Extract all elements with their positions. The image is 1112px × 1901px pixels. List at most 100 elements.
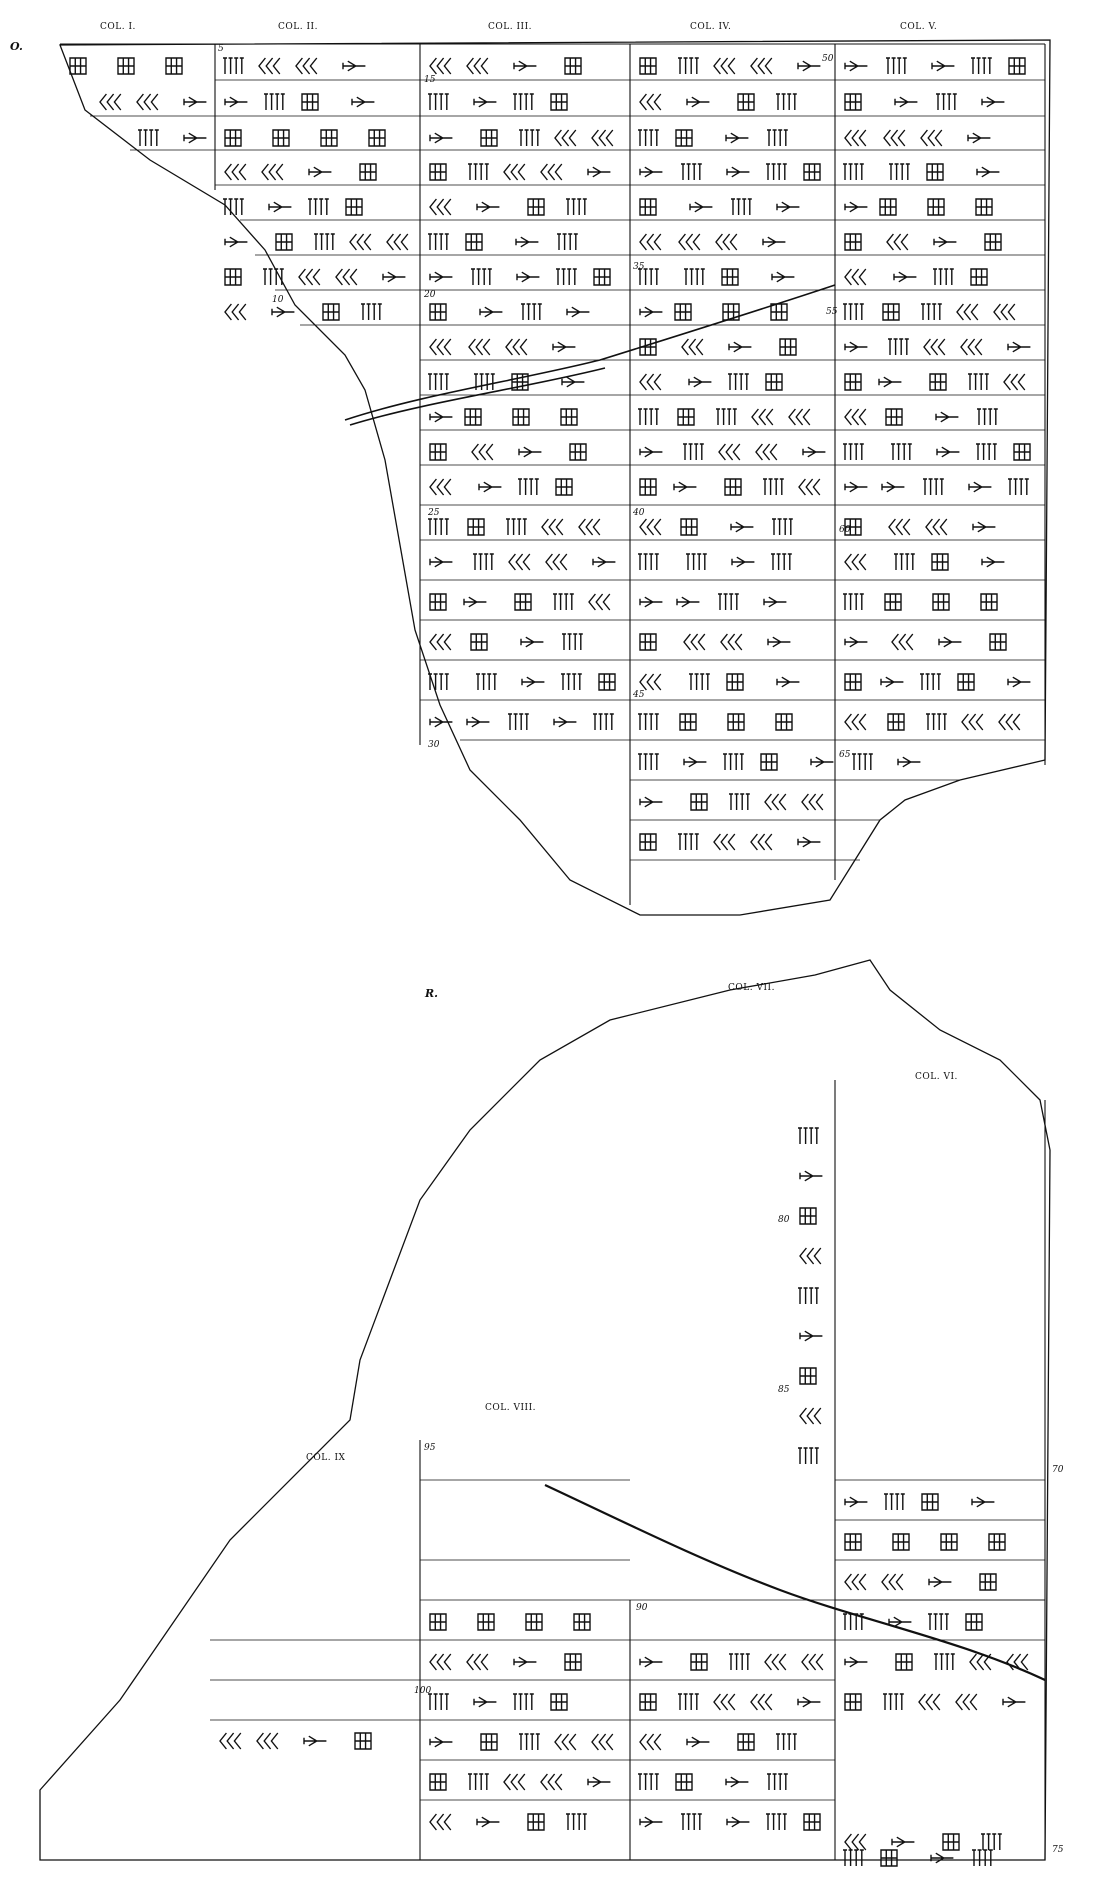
cuneiform-sign xyxy=(639,57,657,75)
cuneiform-sign xyxy=(802,446,826,458)
cuneiform-sign xyxy=(566,1813,587,1830)
cuneiform-sign xyxy=(268,201,292,213)
cuneiform-sign xyxy=(540,1773,563,1791)
cuneiform-sign xyxy=(183,132,207,144)
cuneiform-sign xyxy=(561,376,585,388)
cuneiform-sign xyxy=(844,1496,868,1508)
cuneiform-sign xyxy=(552,341,576,353)
cuneiform-sign xyxy=(564,1653,582,1671)
cuneiform-sign xyxy=(955,1693,978,1711)
cuneiform-sign xyxy=(593,713,614,730)
cuneiform-sign xyxy=(429,411,453,423)
cuneiform-sign xyxy=(731,556,755,568)
cuneiform-sign xyxy=(776,93,797,110)
cuneiform-sign xyxy=(764,1653,787,1671)
cuneiform-sign xyxy=(852,753,873,770)
cuneiform-sign xyxy=(429,271,453,283)
cuneiform-sign xyxy=(429,1736,453,1748)
cuneiform-sign xyxy=(1013,443,1031,461)
cuneiform-sign xyxy=(429,1773,447,1791)
cuneiform-sign xyxy=(467,518,485,536)
cuneiform-sign xyxy=(690,1653,708,1671)
cuneiform-sign xyxy=(750,57,773,75)
reverse-grid xyxy=(40,1080,1046,1861)
cuneiform-sign xyxy=(844,481,868,493)
cuneiform-sign xyxy=(798,1127,819,1144)
cuneiform-sign xyxy=(1007,341,1031,353)
line-number: 15 xyxy=(424,75,436,85)
cuneiform-sign xyxy=(932,593,950,611)
cuneiform-sign xyxy=(844,129,867,147)
cuneiform-sign xyxy=(224,268,242,286)
cuneiform-sign xyxy=(256,1732,279,1750)
cuneiform-sign xyxy=(553,716,577,728)
cuneiform-sign xyxy=(766,163,787,180)
cuneiform-sign xyxy=(725,1776,749,1788)
cuneiform-sign xyxy=(351,96,375,108)
cuneiform-sign xyxy=(979,1573,997,1591)
cuneiform-sign xyxy=(684,268,705,285)
cuneiform-sign xyxy=(801,793,824,811)
reverse-damage-crack xyxy=(544,1484,1046,1681)
line-number: 25 xyxy=(428,508,440,518)
cuneiform-sign xyxy=(466,57,489,75)
cuneiform-sign xyxy=(99,93,122,111)
cuneiform-sign xyxy=(506,518,527,535)
cuneiform-sign xyxy=(639,93,662,111)
cuneiform-sign xyxy=(844,636,868,648)
cuneiform-sign xyxy=(686,553,707,570)
cuneiform-sign xyxy=(686,96,710,108)
cuneiform-sign xyxy=(1007,676,1031,688)
cuneiform-sign xyxy=(718,593,739,610)
cuneiform-sign xyxy=(272,129,290,147)
cuneiform-sign xyxy=(553,593,574,610)
cuneiform-sign xyxy=(880,1849,898,1867)
cuneiform-sign xyxy=(888,518,911,536)
cuneiform-sign xyxy=(799,1247,822,1265)
line-number: 95 xyxy=(424,1443,436,1453)
cuneiform-sign xyxy=(466,716,490,728)
cuneiform-sign xyxy=(335,268,358,286)
cuneiform-sign xyxy=(429,1813,452,1831)
cuneiform-sign xyxy=(844,268,867,286)
cuneiform-sign xyxy=(981,556,1005,568)
cuneiform-sign xyxy=(569,443,587,461)
cuneiform-sign xyxy=(690,793,708,811)
cuneiform-sign xyxy=(429,1613,447,1631)
line-number: 40 xyxy=(633,508,645,518)
cuneiform-sign xyxy=(429,338,452,356)
cuneiform-sign xyxy=(929,373,947,391)
cuneiform-sign xyxy=(513,93,534,110)
cuneiform-sign xyxy=(223,198,244,215)
cuneiform-sign xyxy=(928,1576,952,1588)
cuneiform-sign xyxy=(463,596,487,608)
cuneiform-sign xyxy=(554,1733,577,1751)
cuneiform-sign xyxy=(724,478,742,496)
cuneiform-sign xyxy=(884,593,902,611)
cuneiform-sign xyxy=(562,633,583,650)
cuneiform-sign xyxy=(428,233,449,250)
cuneiform-sign xyxy=(925,518,948,536)
cuneiform-sign xyxy=(466,1653,489,1671)
cuneiform-sign xyxy=(308,166,332,178)
cuneiform-sign xyxy=(514,593,532,611)
cuneiform-sign xyxy=(923,338,946,356)
cuneiform-sign xyxy=(976,443,997,460)
cuneiform-sign xyxy=(674,303,692,321)
cuneiform-sign xyxy=(678,833,699,850)
cuneiform-sign xyxy=(884,1493,905,1510)
cuneiform-sign xyxy=(881,1573,904,1591)
cuneiform-sign xyxy=(320,129,338,147)
cuneiform-sign xyxy=(882,303,900,321)
cuneiform-sign xyxy=(512,408,530,426)
cuneiform-sign xyxy=(598,673,616,691)
line-number: 70 xyxy=(1052,1465,1064,1475)
cuneiform-sign xyxy=(920,673,941,690)
cuneiform-sign xyxy=(844,93,862,111)
cuneiform-sign xyxy=(844,1656,868,1668)
cuneiform-sign xyxy=(681,338,704,356)
cuneiform-sign xyxy=(797,836,821,848)
cuneiform-sign xyxy=(957,673,975,691)
cuneiform-sign xyxy=(428,518,449,535)
cuneiform-sign xyxy=(678,57,699,74)
